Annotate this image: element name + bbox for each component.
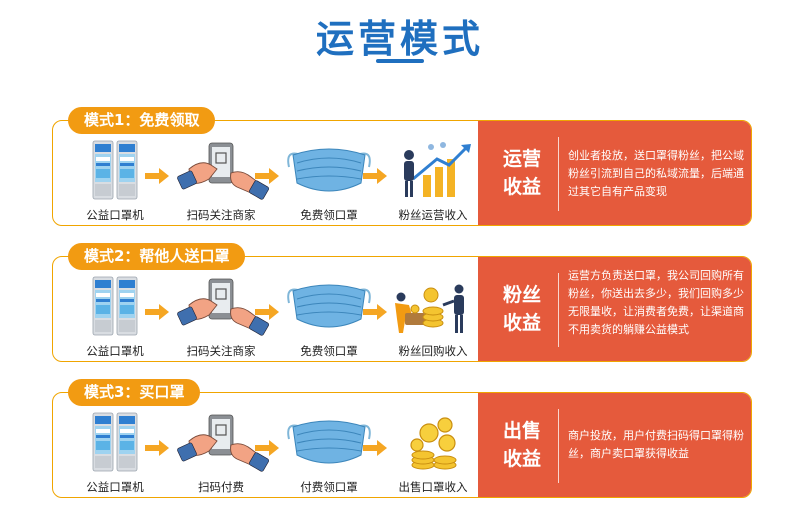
- revenue-description: 商户投放，用户付费扫码得口罩得粉丝，商户卖口罩获得收益: [568, 429, 744, 460]
- process-flow: 公益口罩机 扫码关注商家 免费领口罩 粉丝回购收入: [53, 257, 478, 361]
- business-growth-icon: [383, 139, 483, 201]
- step-caption: 公益口罩机: [86, 344, 144, 358]
- step-scan: 扫码关注商家: [171, 139, 271, 223]
- panel-divider: [558, 409, 559, 483]
- mode-block-1: 公益口罩机 扫码关注商家 免费领口罩 粉丝运营收入 运营 收益: [52, 107, 752, 226]
- mode-tag: 模式3：买口罩: [68, 379, 201, 406]
- step-mask: 免费领口罩: [279, 275, 379, 359]
- arrow-right-icon: [145, 440, 169, 456]
- step-caption: 付费领口罩: [300, 480, 358, 494]
- step-mask: 付费领口罩: [279, 411, 379, 495]
- step-caption: 扫码关注商家: [186, 208, 256, 222]
- mode-box: 公益口罩机 扫码关注商家 免费领口罩 粉丝回购收入 粉丝 收益: [52, 256, 752, 362]
- step-machine: 公益口罩机: [65, 275, 165, 359]
- panel-divider: [558, 273, 559, 347]
- panel-divider: [558, 137, 559, 211]
- process-flow: 公益口罩机 扫码关注商家 免费领口罩 粉丝运营收入: [53, 121, 478, 225]
- page-title: 运营模式: [315, 17, 484, 61]
- revenue-label-line2: 收益: [502, 448, 541, 470]
- step-machine: 公益口罩机: [65, 139, 165, 223]
- revenue-panel: 出售 收益 商户投放，用户付费扫码得口罩得粉丝，商户卖口罩获得收益: [478, 393, 751, 497]
- arrow-right-icon: [255, 304, 279, 320]
- step-caption: 扫码关注商家: [186, 344, 256, 358]
- mode-block-2: 公益口罩机 扫码关注商家 免费领口罩 粉丝回购收入 粉丝 收益: [52, 243, 752, 362]
- arrow-right-icon: [145, 304, 169, 320]
- revenue-label-line1: 出售: [502, 420, 541, 442]
- step-scan: 扫码关注商家: [171, 275, 271, 359]
- revenue-label-line2: 收益: [502, 176, 541, 198]
- mode-block-3: 公益口罩机 扫码付费 付费领口罩 出售口罩收入 出售 收益: [52, 379, 752, 498]
- step-income: 粉丝回购收入: [383, 275, 483, 359]
- step-scan: 扫码付费: [171, 411, 271, 495]
- step-machine: 公益口罩机: [65, 411, 165, 495]
- arrow-right-icon: [145, 168, 169, 184]
- step-mask: 免费领口罩: [279, 139, 379, 223]
- mode-box: 公益口罩机 扫码关注商家 免费领口罩 粉丝运营收入 运营 收益: [52, 120, 752, 226]
- revenue-description: 创业者投放，送口罩得粉丝，把公域粉丝引流到自己的私域流量，后端通过其它自有产品变…: [568, 149, 744, 198]
- revenue-label-line2: 收益: [502, 312, 541, 334]
- step-income: 粉丝运营收入: [383, 139, 483, 223]
- step-caption: 扫码付费: [198, 480, 244, 494]
- revenue-description: 运营方负责送口罩，我公司回购所有粉丝，你送出去多少，我们回购多少无限量收，让消费…: [568, 269, 744, 336]
- revenue-label-line1: 粉丝: [502, 284, 541, 306]
- gold-coins-icon: [383, 411, 483, 473]
- revenue-label-line1: 运营: [502, 148, 541, 170]
- arrow-right-icon: [255, 168, 279, 184]
- mode-box: 公益口罩机 扫码付费 付费领口罩 出售口罩收入 出售 收益: [52, 392, 752, 498]
- step-caption: 粉丝回购收入: [398, 344, 468, 358]
- title-underline: [376, 59, 424, 63]
- step-caption: 公益口罩机: [86, 480, 144, 494]
- mode-tag: 模式2：帮他人送口罩: [68, 243, 246, 270]
- step-caption: 粉丝运营收入: [398, 208, 468, 222]
- revenue-panel: 运营 收益 创业者投放，送口罩得粉丝，把公域粉丝引流到自己的私域流量，后端通过其…: [478, 121, 751, 225]
- revenue-label: 粉丝 收益: [494, 281, 550, 337]
- step-caption: 公益口罩机: [86, 208, 144, 222]
- revenue-label: 运营 收益: [494, 145, 550, 201]
- process-flow: 公益口罩机 扫码付费 付费领口罩 出售口罩收入: [53, 393, 478, 497]
- step-caption: 免费领口罩: [300, 344, 358, 358]
- step-caption: 免费领口罩: [300, 208, 358, 222]
- step-income: 出售口罩收入: [383, 411, 483, 495]
- step-caption: 出售口罩收入: [398, 480, 468, 494]
- revenue-label: 出售 收益: [494, 417, 550, 473]
- revenue-panel: 粉丝 收益 运营方负责送口罩，我公司回购所有粉丝，你送出去多少，我们回购多少无限…: [478, 257, 751, 361]
- mode-tag: 模式1：免费领取: [68, 107, 216, 134]
- arrow-right-icon: [255, 440, 279, 456]
- coin-delivery-icon: [383, 275, 483, 337]
